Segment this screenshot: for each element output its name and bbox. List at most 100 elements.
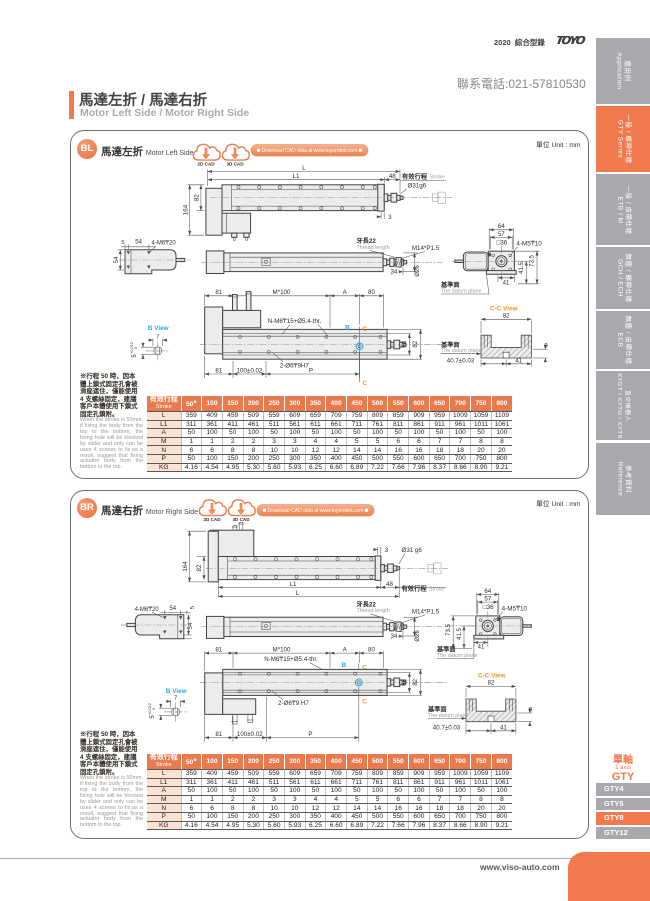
svg-text:40.7±0.03: 40.7±0.03 (447, 357, 475, 364)
svg-text:4-M5₸10: 4-M5₸10 (502, 605, 528, 612)
svg-text:3D CAD: 3D CAD (232, 517, 250, 522)
svg-text:Download CAD data at www.toyor: Download CAD data at www.toyorobot.com (268, 508, 364, 514)
svg-text:5: 5 (190, 606, 196, 609)
svg-text:The datum plane: The datum plane (437, 653, 477, 659)
svg-text:C: C (362, 665, 367, 672)
svg-text:P: P (309, 367, 313, 374)
svg-text:0: 0 (134, 347, 138, 349)
svg-text:54: 54 (113, 256, 120, 263)
svg-text:68: 68 (402, 340, 408, 347)
svg-text:Download CAD data at www.toyor: Download CAD data at www.toyorobot.com (262, 148, 358, 154)
svg-text:82: 82 (413, 340, 419, 347)
svg-text:73.5: 73.5 (446, 624, 452, 636)
svg-text:M14*P1.5: M14*P1.5 (412, 245, 440, 252)
svg-text:L: L (296, 590, 300, 597)
svg-text:M*100: M*100 (273, 289, 291, 296)
svg-text:C: C (362, 326, 367, 333)
svg-text:+0.012: +0.012 (148, 703, 152, 715)
svg-text:Stroke: Stroke (430, 174, 446, 180)
svg-text:A: A (343, 647, 348, 654)
svg-text:基準面: 基準面 (436, 646, 456, 654)
svg-text:+0.012: +0.012 (130, 342, 134, 354)
svg-text:C: C (362, 380, 367, 387)
svg-text:164: 164 (182, 204, 189, 215)
svg-text:82: 82 (413, 678, 419, 685)
svg-text:Ø26: Ø26 (415, 630, 421, 642)
svg-text:7: 7 (156, 334, 159, 340)
svg-text:3D CAD: 3D CAD (226, 162, 244, 167)
svg-text:The datum plane: The datum plane (441, 289, 481, 295)
svg-text:B: B (345, 325, 350, 332)
svg-text:4-M5₸10: 4-M5₸10 (516, 241, 542, 248)
svg-text:B View: B View (148, 325, 169, 332)
svg-text:Thread length: Thread length (357, 245, 390, 251)
svg-text:2D CAD: 2D CAD (197, 162, 215, 167)
svg-text:9: 9 (529, 707, 533, 713)
svg-text:C: C (362, 699, 367, 706)
svg-text:2D CAD: 2D CAD (203, 517, 221, 522)
svg-text:□36: □36 (496, 239, 507, 246)
svg-text:基準面: 基準面 (440, 281, 460, 289)
svg-text:C-C View: C-C View (478, 673, 506, 680)
svg-text:Ø31 g6: Ø31 g6 (402, 547, 423, 554)
svg-text:C-C View: C-C View (490, 306, 518, 313)
svg-text:Stroke: Stroke (429, 587, 445, 593)
svg-text:2-Ø6₸9 H7: 2-Ø6₸9 H7 (278, 700, 309, 707)
svg-text:M14*P1.5: M14*P1.5 (412, 608, 440, 615)
svg-text:82: 82 (488, 681, 495, 687)
svg-text:A: A (343, 289, 348, 296)
svg-text:41.5: 41.5 (457, 628, 463, 640)
svg-text:100±0.02: 100±0.02 (237, 367, 263, 374)
svg-text:3: 3 (388, 214, 392, 221)
svg-text:82: 82 (194, 194, 201, 201)
svg-text:有效行程: 有效行程 (402, 584, 428, 593)
svg-text:4-M6₸20: 4-M6₸20 (152, 240, 177, 247)
svg-text:3: 3 (385, 547, 389, 554)
svg-text:基準面: 基準面 (440, 341, 460, 349)
svg-text:54: 54 (169, 606, 176, 612)
svg-text:81: 81 (215, 731, 222, 738)
svg-text:9: 9 (544, 344, 548, 350)
svg-text:7: 7 (174, 696, 177, 702)
svg-text:牙長22: 牙長22 (357, 237, 377, 245)
svg-text:81: 81 (215, 289, 222, 296)
svg-text:81: 81 (215, 647, 222, 654)
svg-text:80: 80 (368, 289, 375, 296)
svg-text:M*100: M*100 (273, 647, 291, 654)
svg-text:64: 64 (498, 223, 505, 230)
svg-text:68: 68 (402, 678, 408, 685)
svg-text:B View: B View (166, 688, 187, 695)
svg-text:The datum plane: The datum plane (428, 713, 468, 719)
svg-text:□36: □36 (483, 604, 494, 611)
svg-text:基準面: 基準面 (427, 706, 447, 714)
svg-text:41: 41 (478, 645, 485, 651)
svg-text:57: 57 (498, 231, 505, 238)
svg-text:41: 41 (500, 724, 507, 731)
svg-text:L1: L1 (293, 173, 300, 180)
svg-text:41: 41 (503, 281, 510, 287)
svg-text:73.5: 73.5 (530, 255, 536, 267)
svg-text:牙長22: 牙長22 (357, 601, 377, 609)
svg-text:34: 34 (391, 634, 398, 640)
svg-text:N-M6₸15+Ø5.4-thr.: N-M6₸15+Ø5.4-thr. (268, 318, 322, 325)
svg-text:80: 80 (368, 647, 375, 654)
svg-text:82: 82 (503, 314, 510, 320)
svg-text:B: B (341, 662, 346, 669)
svg-text:L1: L1 (290, 581, 297, 588)
svg-text:57: 57 (484, 596, 491, 603)
svg-text:40.7±0.03: 40.7±0.03 (433, 724, 461, 731)
svg-text:54: 54 (135, 240, 142, 246)
svg-text:5: 5 (121, 240, 124, 246)
svg-text:41: 41 (515, 357, 522, 364)
svg-text:P: P (308, 731, 312, 738)
svg-text:81: 81 (215, 367, 222, 374)
svg-text:Ø26: Ø26 (415, 265, 421, 277)
svg-text:4-M6₸20: 4-M6₸20 (135, 606, 160, 613)
svg-text:L: L (302, 165, 306, 172)
svg-text:48: 48 (389, 173, 396, 180)
svg-text:0: 0 (152, 708, 156, 710)
svg-text:34: 34 (391, 269, 398, 275)
svg-text:100±0.02: 100±0.02 (237, 731, 263, 738)
svg-text:2-Ø6₸9H7: 2-Ø6₸9H7 (280, 362, 310, 369)
svg-text:54: 54 (187, 622, 194, 629)
